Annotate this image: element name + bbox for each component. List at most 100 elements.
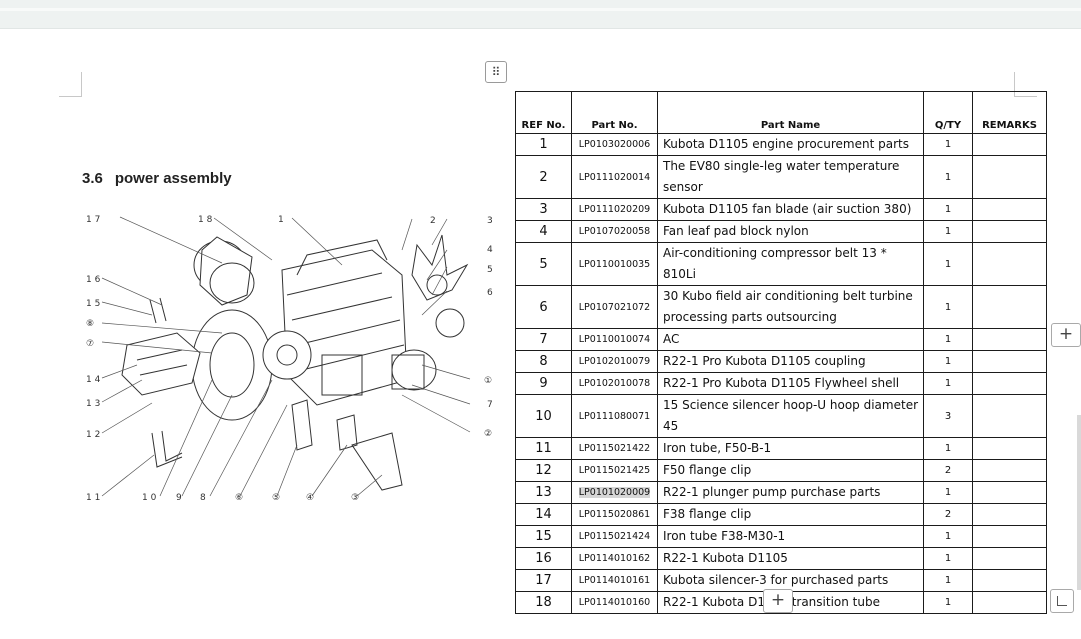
cell-part-name[interactable]: F38 flange clip xyxy=(657,503,924,526)
cell-part-no[interactable]: LP0111080071 xyxy=(571,394,658,438)
cell-part-no[interactable]: LP0114010162 xyxy=(571,547,658,570)
cell-remarks[interactable] xyxy=(972,372,1047,395)
cell-part-no[interactable]: LP0110010035 xyxy=(571,242,658,286)
cell-part-name[interactable]: R22-1 Kubota D1105 xyxy=(657,547,924,570)
cell-remarks[interactable] xyxy=(972,242,1047,286)
cell-part-name[interactable]: Kubota D1105 engine procurement parts xyxy=(657,133,924,156)
cell-part-no[interactable]: LP0102010079 xyxy=(571,350,658,373)
cell-ref[interactable]: 8 xyxy=(515,350,572,373)
cell-remarks[interactable] xyxy=(972,350,1047,373)
cell-part-name[interactable]: R22-1 Pro Kubota D1105 coupling xyxy=(657,350,924,373)
cell-qty[interactable]: 1 xyxy=(923,242,973,286)
cell-ref[interactable]: 9 xyxy=(515,372,572,395)
cell-part-name[interactable]: R22-1 plunger pump purchase parts xyxy=(657,481,924,504)
cell-qty[interactable]: 3 xyxy=(923,394,973,438)
cell-part-no[interactable]: LP0111020014 xyxy=(571,155,658,199)
cell-qty[interactable]: 1 xyxy=(923,525,973,548)
cell-ref[interactable]: 15 xyxy=(515,525,572,548)
cell-remarks[interactable] xyxy=(972,220,1047,243)
cell-part-no[interactable]: LP0111020209 xyxy=(571,198,658,221)
cell-part-no[interactable]: LP0114010160 xyxy=(571,591,658,614)
cell-ref[interactable]: 11 xyxy=(515,437,572,460)
callout-2: 2 xyxy=(430,216,436,226)
cell-qty[interactable]: 2 xyxy=(923,459,973,482)
cell-remarks[interactable] xyxy=(972,481,1047,504)
cell-ref[interactable]: 13 xyxy=(515,481,572,504)
cell-ref[interactable]: 18 xyxy=(515,591,572,614)
table-row: 17 LP0114010161 Kubota silencer-3 for pu… xyxy=(515,569,1047,592)
cell-part-no-selected[interactable]: LP0101020009 xyxy=(571,481,658,504)
cell-part-name[interactable]: F50 flange clip xyxy=(657,459,924,482)
cell-ref[interactable]: 1 xyxy=(515,133,572,156)
cell-ref[interactable]: 12 xyxy=(515,459,572,482)
cell-ref[interactable]: 3 xyxy=(515,198,572,221)
table-row: 12 LP0115021425 F50 flange clip 2 xyxy=(515,459,1047,482)
cell-remarks[interactable] xyxy=(972,198,1047,221)
cell-qty[interactable]: 1 xyxy=(923,481,973,504)
cell-ref[interactable]: 17 xyxy=(515,569,572,592)
cell-part-no[interactable]: LP0115020861 xyxy=(571,503,658,526)
cell-ref[interactable]: 16 xyxy=(515,547,572,570)
cell-part-name[interactable]: 30 Kubo field air conditioning belt turb… xyxy=(657,285,924,329)
cell-qty[interactable]: 1 xyxy=(923,591,973,614)
cell-qty[interactable]: 1 xyxy=(923,155,973,199)
cell-remarks[interactable] xyxy=(972,155,1047,199)
cell-remarks[interactable] xyxy=(972,547,1047,570)
cell-qty[interactable]: 1 xyxy=(923,220,973,243)
cell-part-no[interactable]: LP0110010074 xyxy=(571,328,658,351)
cell-part-no[interactable]: LP0115021422 xyxy=(571,437,658,460)
callout-3: 3 xyxy=(487,216,493,226)
cell-qty[interactable]: 1 xyxy=(923,569,973,592)
cell-qty[interactable]: 1 xyxy=(923,198,973,221)
scrollbar[interactable] xyxy=(1077,415,1081,590)
cell-remarks[interactable] xyxy=(972,328,1047,351)
cell-qty[interactable]: 1 xyxy=(923,547,973,570)
cell-qty[interactable]: 1 xyxy=(923,350,973,373)
cell-part-no[interactable]: LP0107020058 xyxy=(571,220,658,243)
cell-qty[interactable]: 1 xyxy=(923,437,973,460)
cell-remarks[interactable] xyxy=(972,569,1047,592)
cell-part-name[interactable]: Fan leaf pad block nylon xyxy=(657,220,924,243)
cell-part-no[interactable]: LP0115021424 xyxy=(571,525,658,548)
cell-part-name[interactable]: The EV80 single-leg water temperature se… xyxy=(657,155,924,199)
cell-part-name[interactable]: AC xyxy=(657,328,924,351)
cell-part-name[interactable]: Air-conditioning compressor belt 13 * 81… xyxy=(657,242,924,286)
cell-qty[interactable]: 1 xyxy=(923,133,973,156)
cell-part-name[interactable]: Iron tube, F50-B-1 xyxy=(657,437,924,460)
cell-qty[interactable]: 2 xyxy=(923,503,973,526)
cell-remarks[interactable] xyxy=(972,591,1047,614)
add-row-button[interactable]: + xyxy=(763,589,793,613)
cell-part-no[interactable]: LP0102010078 xyxy=(571,372,658,395)
cell-part-name[interactable]: Iron tube F38-M30-1 xyxy=(657,525,924,548)
cell-remarks[interactable] xyxy=(972,285,1047,329)
cell-part-name[interactable]: Kubota silencer-3 for purchased parts xyxy=(657,569,924,592)
cell-part-no[interactable]: LP0107021072 xyxy=(571,285,658,329)
cell-remarks[interactable] xyxy=(972,459,1047,482)
cell-remarks[interactable] xyxy=(972,394,1047,438)
cell-ref[interactable]: 5 xyxy=(515,242,572,286)
cell-ref[interactable]: 7 xyxy=(515,328,572,351)
cell-part-no[interactable]: LP0115021425 xyxy=(571,459,658,482)
cell-remarks[interactable] xyxy=(972,437,1047,460)
resize-corner-icon[interactable] xyxy=(1050,589,1074,613)
cell-remarks[interactable] xyxy=(972,525,1047,548)
table-header-row: REF No. Part No. Part Name Q/TY REMARKS xyxy=(515,91,1047,134)
cell-qty[interactable]: 1 xyxy=(923,328,973,351)
cell-ref[interactable]: 4 xyxy=(515,220,572,243)
cell-qty[interactable]: 1 xyxy=(923,285,973,329)
cell-qty[interactable]: 1 xyxy=(923,372,973,395)
cell-part-name[interactable]: Kubota D1105 fan blade (air suction 380) xyxy=(657,198,924,221)
add-column-button[interactable]: + xyxy=(1051,323,1081,347)
cell-remarks[interactable] xyxy=(972,503,1047,526)
cell-part-name[interactable]: R22-1 Pro Kubota D1105 Flywheel shell xyxy=(657,372,924,395)
cell-ref[interactable]: 10 xyxy=(515,394,572,438)
cell-ref[interactable]: 6 xyxy=(515,285,572,329)
cell-ref[interactable]: 2 xyxy=(515,155,572,199)
cell-part-no[interactable]: LP0103020006 xyxy=(571,133,658,156)
cell-ref[interactable]: 14 xyxy=(515,503,572,526)
table-move-handle[interactable]: ⠿ xyxy=(485,61,507,83)
cell-part-name[interactable]: 15 Science silencer hoop-U hoop diameter… xyxy=(657,394,924,438)
cell-remarks[interactable] xyxy=(972,133,1047,156)
cell-part-no[interactable]: LP0114010161 xyxy=(571,569,658,592)
